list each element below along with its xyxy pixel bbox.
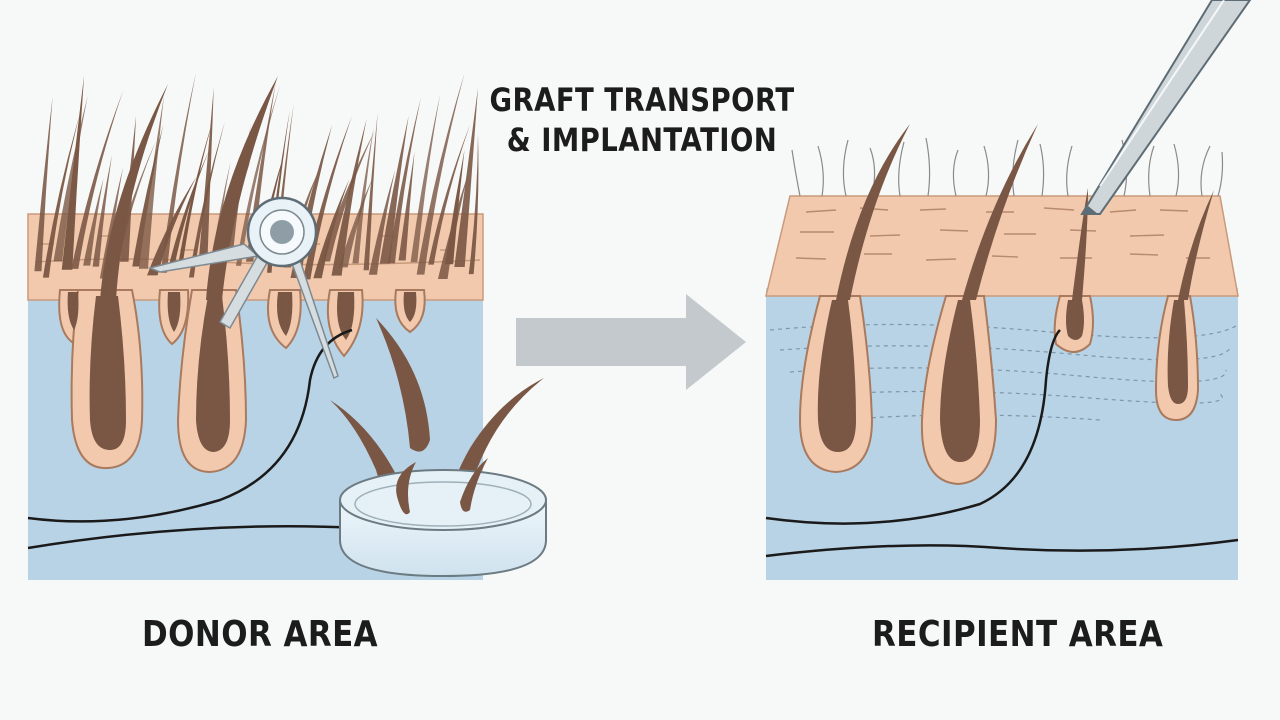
donor-area-label: DONOR AREA: [142, 614, 379, 655]
donor-hair-shaft: [34, 96, 53, 272]
donor-hair-shaft: [160, 72, 196, 273]
donor-hair-shaft: [428, 124, 471, 265]
donor-hair-shaft: [410, 94, 441, 263]
donor-hair-shaft: [168, 151, 209, 268]
donor-hair-shaft: [198, 86, 214, 266]
donor-hair-shaft: [313, 178, 350, 279]
donor-hair-shaft: [61, 75, 85, 270]
donor-hair-shaft: [416, 73, 465, 275]
donor-hair-shaft: [445, 149, 465, 265]
graft-transport-label: GRAFT TRANSPORT & IMPLANTATION: [479, 80, 806, 160]
forceps-icon: [1080, 0, 1252, 215]
recipient-hair-shafts: [836, 124, 1214, 300]
donor-hair-shaft: [454, 87, 478, 268]
donor-hair-shaft: [368, 169, 396, 275]
donor-follicle-bulbs: [67, 292, 417, 452]
recipient-skin-layer: [765, 195, 1239, 297]
donor-hair-shaft: [363, 112, 378, 271]
donor-hair-shaft: [71, 90, 124, 269]
donor-hair-shaft: [188, 121, 225, 278]
donor-hair-shaft: [92, 155, 112, 267]
donor-hair-shaft: [235, 85, 281, 266]
donor-panel: [27, 72, 547, 580]
donor-hair-shaft: [331, 118, 367, 276]
donor-hair-shaft: [398, 151, 415, 261]
recipient-panel: [765, 0, 1252, 580]
graft-transport-line2: & IMPLANTATION: [506, 121, 778, 159]
recipient-nerve-lines: [765, 329, 1239, 558]
right-arrow-icon: [516, 294, 746, 390]
donor-hair-shaft: [468, 134, 479, 275]
punch-tool-icon: [147, 196, 339, 380]
donor-hair-shaft: [138, 96, 164, 269]
donor-hair-shaft: [352, 128, 374, 264]
donor-hair-shafts: [34, 72, 479, 280]
donor-hair-shaft: [99, 167, 124, 279]
petri-dish-icon: [339, 458, 547, 578]
donor-hair-shaft: [177, 118, 214, 268]
recipient-follicle-bulbs: [817, 300, 1188, 462]
donor-hair-shaft: [42, 115, 80, 278]
donor-hair-shaft: [379, 115, 409, 264]
graft-transport-line1: GRAFT TRANSPORT: [489, 81, 795, 119]
donor-hair-shaft: [83, 178, 104, 266]
donor-main-hairs: [100, 76, 278, 300]
recipient-area-label: RECIPIENT AREA: [872, 614, 1164, 655]
donor-hair-shaft: [388, 97, 421, 264]
